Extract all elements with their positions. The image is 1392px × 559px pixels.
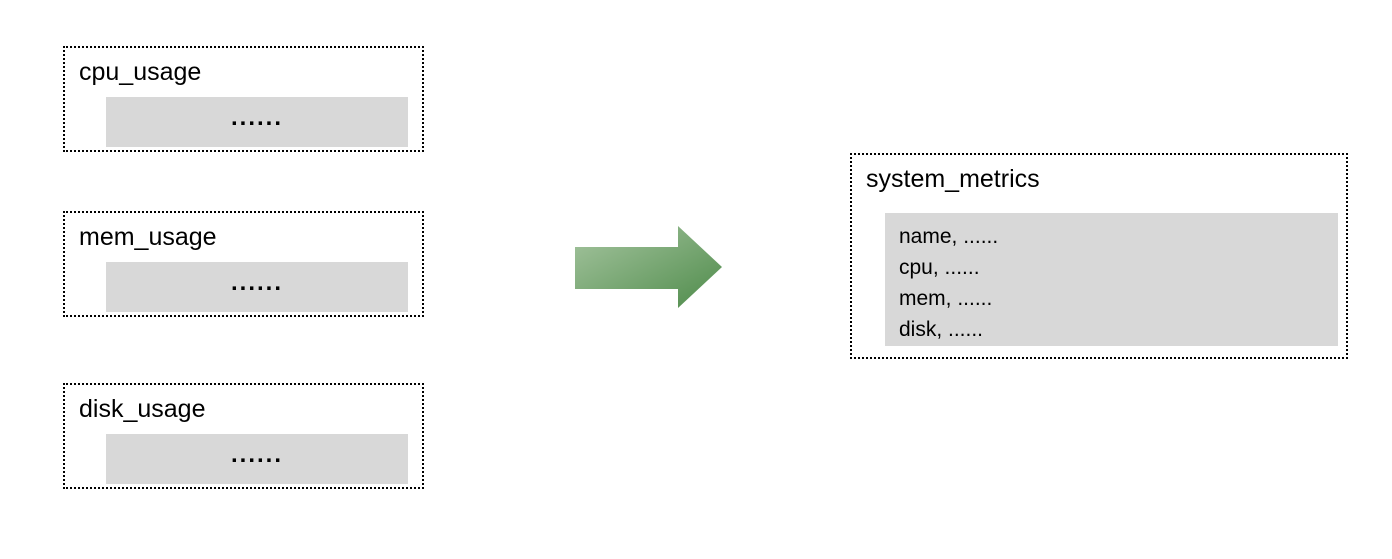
source-box-disk-usage: disk_usage ...... <box>63 383 424 489</box>
placeholder-dots: ...... <box>230 269 283 296</box>
field-row-mem: mem, ...... <box>899 287 993 310</box>
source-box-title: disk_usage <box>79 395 206 423</box>
target-box-system-metrics: system_metrics name, ...... cpu, ...... … <box>850 153 1348 359</box>
placeholder-bar: ...... <box>106 434 408 484</box>
source-box-title: mem_usage <box>79 223 217 251</box>
field-row-name: name, ...... <box>899 225 999 248</box>
source-box-mem-usage: mem_usage ...... <box>63 211 424 317</box>
target-fields-panel: name, ...... cpu, ...... mem, ...... dis… <box>885 213 1338 346</box>
source-box-cpu-usage: cpu_usage ...... <box>63 46 424 152</box>
source-box-title: cpu_usage <box>79 58 202 86</box>
placeholder-bar: ...... <box>106 97 408 147</box>
field-row-cpu: cpu, ...... <box>899 256 980 279</box>
placeholder-bar: ...... <box>106 262 408 312</box>
placeholder-dots: ...... <box>230 104 283 131</box>
target-box-title: system_metrics <box>866 165 1040 193</box>
placeholder-dots: ...... <box>230 441 283 468</box>
merge-arrow-icon <box>575 226 722 308</box>
field-row-disk: disk, ...... <box>899 318 984 341</box>
